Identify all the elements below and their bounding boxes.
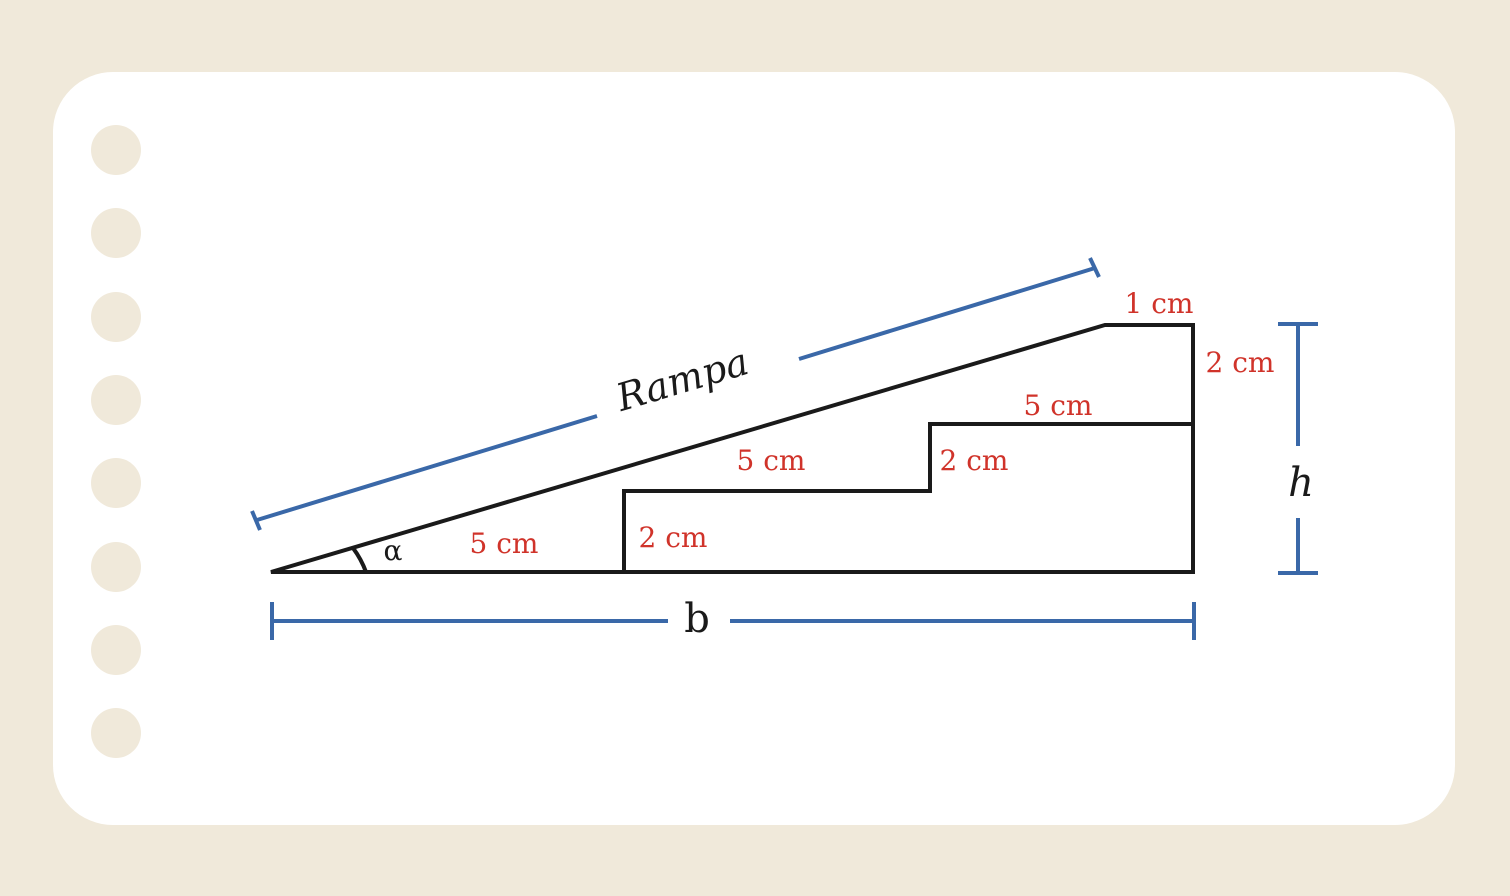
top-riser-label: 2 cm [1206, 346, 1275, 379]
binder-hole [91, 125, 141, 175]
binder-hole [91, 458, 141, 508]
height-dimension [1278, 322, 1318, 575]
step3-tread-label: 5 cm [1024, 389, 1093, 422]
staircase-outline [622, 422, 1193, 572]
angle-arc [351, 546, 368, 573]
ramp-label: Rampa [610, 339, 753, 420]
height-label: h [1288, 460, 1314, 506]
binder-hole [91, 708, 141, 758]
step1-riser-label: 2 cm [639, 521, 708, 554]
base-label: b [684, 596, 710, 642]
angle-label: α [384, 534, 403, 567]
step1-tread-label: 5 cm [470, 527, 539, 560]
binder-hole [91, 208, 141, 258]
binder-hole [91, 292, 141, 342]
ramp-outline [270, 323, 1195, 574]
notebook-card [53, 72, 1455, 825]
step2-tread-label: 5 cm [737, 444, 806, 477]
step2-riser-label: 2 cm [940, 444, 1009, 477]
binder-hole [91, 625, 141, 675]
ramp-dimension [250, 257, 1101, 531]
base-dimension [270, 602, 1196, 640]
binder-hole [91, 375, 141, 425]
binder-hole [91, 542, 141, 592]
top-flat-label: 1 cm [1125, 287, 1194, 320]
